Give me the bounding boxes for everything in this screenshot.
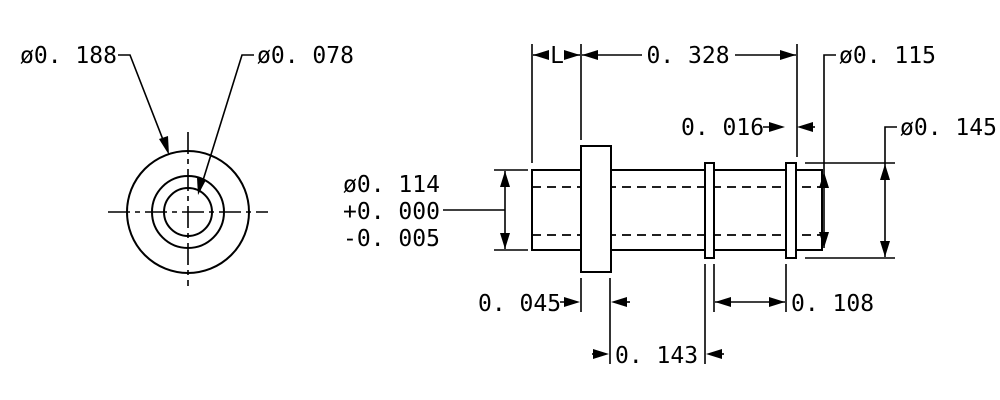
flange-to-collar-label: 0. 143: [615, 343, 698, 369]
length-arrow-right: [564, 50, 580, 60]
side-view: L 0. 328 ø0. 115 0. 016 ø0. 145 ø0. 114: [343, 43, 997, 369]
flange-diameter-arrow-bottom: [880, 241, 890, 257]
collar-diameter-label: ø0. 115: [839, 43, 936, 69]
outer-diameter-leader: [118, 54, 168, 151]
flange: [580, 145, 612, 273]
overall-length-arrow-right: [780, 50, 796, 60]
shank-body: [531, 169, 823, 251]
collar-diameter-dim-line: [823, 54, 836, 248]
end-view: ø0. 188 ø0. 078: [20, 43, 354, 286]
flange-to-collar-arrow-right: [706, 349, 722, 359]
flange-thickness-arrow-left: [564, 297, 580, 307]
length-symbol-label: L: [550, 43, 564, 69]
shank-diameter-arrow-top: [500, 171, 510, 187]
shank-tolerance-plus-label: +0. 000: [343, 199, 440, 225]
flange-to-collar-arrow-left: [593, 349, 609, 359]
collar-left: [704, 162, 715, 259]
shank-diameter-arrow-bottom: [500, 233, 510, 249]
collar-spacing-label: 0. 108: [791, 291, 874, 317]
shank-diameter-label: ø0. 114: [343, 172, 440, 198]
collar-diameter-arrow-top: [819, 172, 829, 188]
inner-diameter-label: ø0. 078: [257, 43, 354, 69]
flange-diameter-arrow-top: [880, 164, 890, 180]
shank-tolerance-minus-label: -0. 005: [343, 226, 440, 252]
collar-diameter-arrow-bottom: [819, 232, 829, 248]
overall-length-label: 0. 328: [646, 43, 729, 69]
groove-width-arrow-right: [797, 122, 813, 132]
overall-length-arrow-left: [582, 50, 598, 60]
outer-diameter-label: ø0. 188: [20, 43, 117, 69]
length-arrow-left: [533, 50, 549, 60]
inner-diameter-leader: [199, 54, 254, 191]
flange-thickness-arrow-right: [611, 297, 627, 307]
flange-thickness-label: 0. 045: [478, 291, 561, 317]
inner-diameter-arrowhead: [197, 178, 206, 195]
collar-spacing-arrow-right: [769, 297, 785, 307]
collar-right: [785, 162, 797, 259]
groove-width-arrow-left: [769, 122, 785, 132]
groove-width-label: 0. 016: [681, 115, 764, 141]
flange-diameter-label: ø0. 145: [900, 115, 997, 141]
collar-spacing-arrow-left: [715, 297, 731, 307]
flange-diameter-dim-line: [884, 126, 897, 257]
outer-diameter-arrowhead: [159, 136, 169, 155]
